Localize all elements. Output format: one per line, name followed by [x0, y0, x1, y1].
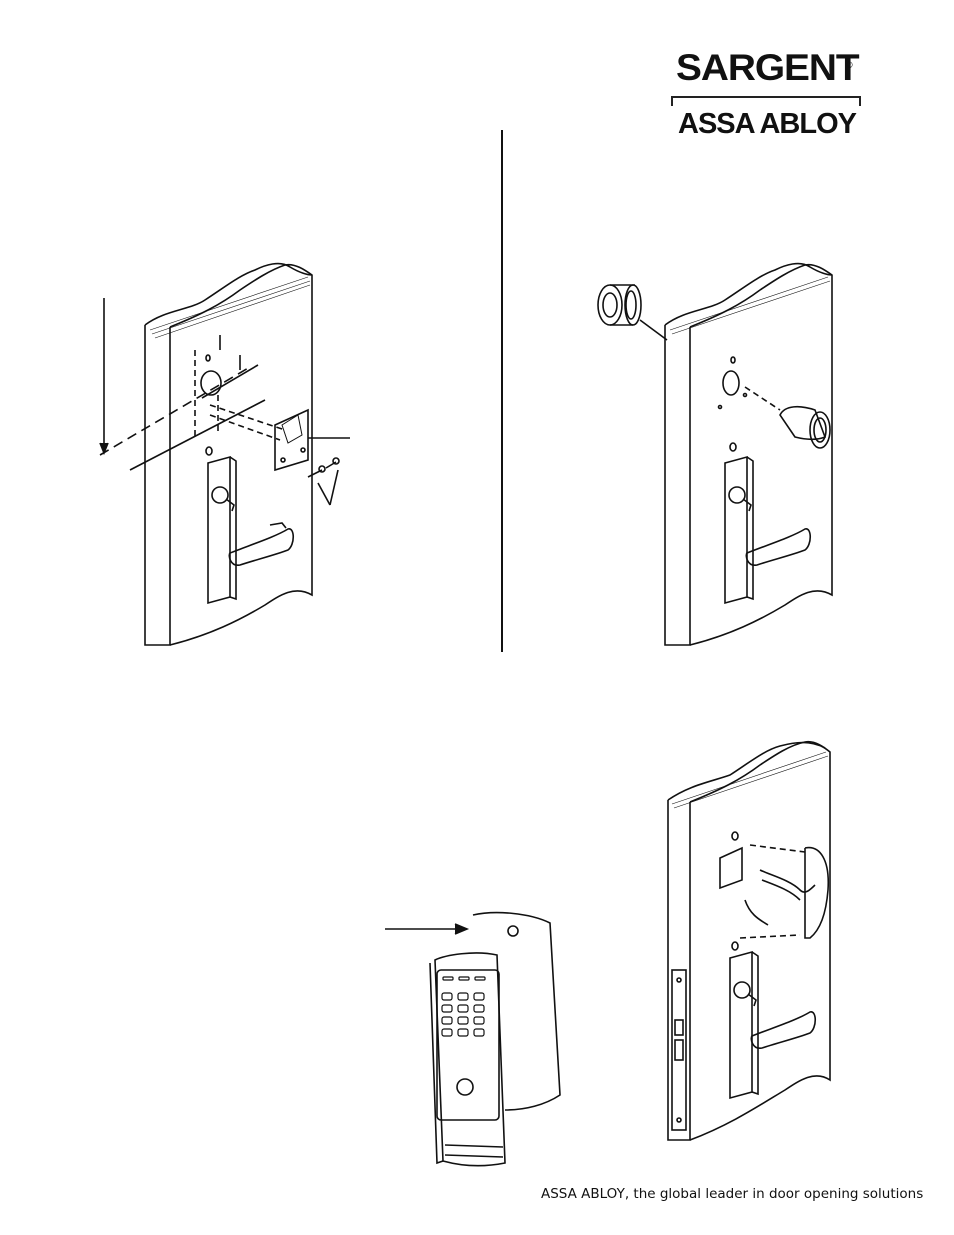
figure-door-cylinder [585, 255, 865, 655]
logo-bracket [671, 96, 861, 106]
footer-tagline: ASSA ABLOY, the global leader in door op… [541, 1186, 923, 1202]
figure-keypad-trim [385, 905, 575, 1170]
brand-name: SARGENT [676, 48, 865, 88]
figure-door-drilling [90, 255, 380, 655]
column-divider [501, 130, 503, 652]
registered-mark: ® [846, 60, 853, 70]
parent-brand-name: ASSA ABLOY [678, 108, 856, 140]
figure-door-mortise [650, 740, 870, 1170]
